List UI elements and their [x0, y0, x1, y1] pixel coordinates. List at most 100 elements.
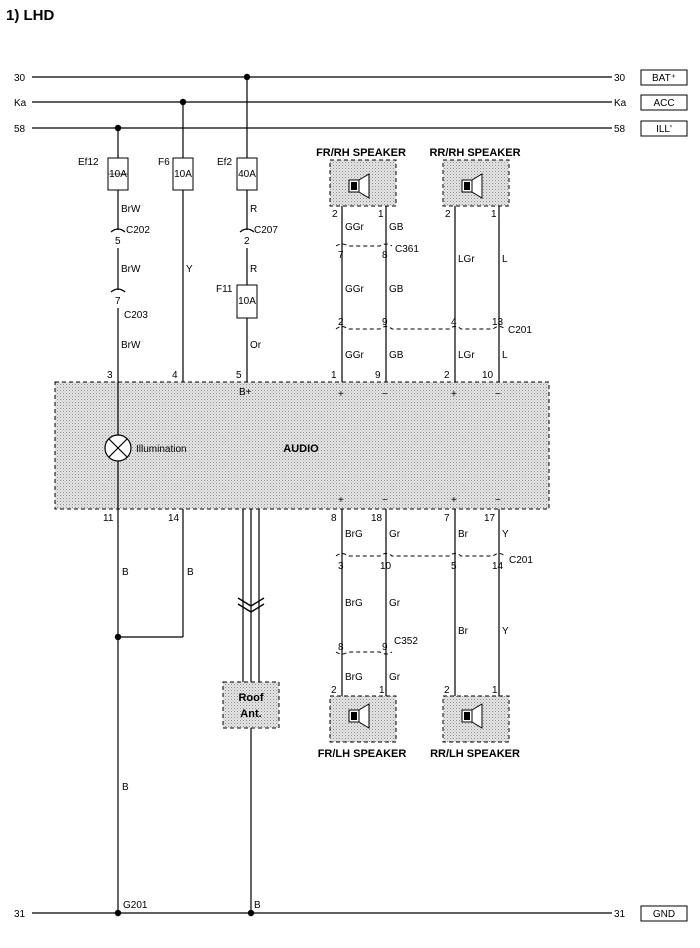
wire-color: Br	[458, 529, 469, 540]
speaker-icon	[461, 173, 483, 199]
pin: 1	[492, 685, 498, 696]
rr-lh-speaker-group: 7 17 Br Y 5 14 Br Y 2 1 RR/LH SPEAKER	[430, 509, 520, 760]
fuse-ef2-label: Ef2	[217, 157, 232, 168]
g201-label: G201	[123, 900, 148, 911]
wire-color: LGr	[458, 350, 475, 361]
wire-color: B	[254, 900, 261, 911]
rail-ka-label-right: Ka	[614, 98, 627, 109]
wire-color: B	[122, 567, 129, 578]
fr-lh-speaker-group: 8 18 BrG Gr 3 10 BrG Gr 8 9 C352 BrG Gr …	[318, 509, 418, 760]
rr-rh-speaker-group: RR/RH SPEAKER 2 1 LGr L 4 13 LGr L 2 10	[429, 147, 521, 382]
wire-color: Gr	[389, 598, 401, 609]
audio-pin: 8	[331, 513, 337, 524]
fuse-f11-rating: 10A	[238, 296, 256, 307]
pin: 14	[492, 561, 504, 572]
fuse-f11-label: F11	[216, 284, 233, 295]
pin: 2	[444, 685, 450, 696]
wire-color: Gr	[389, 529, 401, 540]
wire-color: GB	[389, 350, 404, 361]
c203-pin: 7	[115, 296, 121, 307]
pin: 7	[338, 250, 344, 261]
fuse-ef12-label: Ef12	[78, 157, 99, 168]
pin: 10	[380, 561, 392, 572]
wire-color: GGr	[345, 350, 365, 361]
wire-color: BrG	[345, 598, 363, 609]
wire-color: L	[502, 254, 508, 265]
speaker-icon	[348, 703, 370, 729]
pin: 9	[382, 642, 388, 653]
c352-label: C352	[394, 636, 418, 647]
c202-pin: 5	[115, 236, 121, 247]
rail-58-label-right: 58	[614, 124, 626, 135]
pin: 4	[451, 317, 457, 328]
c201-upper-connector: C201	[335, 325, 532, 336]
wire-color: B	[187, 567, 194, 578]
audio-pin: 11	[103, 513, 114, 524]
pin: 2	[331, 685, 337, 696]
c207-pin: 2	[244, 236, 250, 247]
wire-color: Y	[502, 626, 509, 637]
junction-dot	[243, 73, 251, 81]
wire-color: BrG	[345, 672, 363, 683]
audio-unit: AUDIO Illumination B+ + − + − + − + −	[54, 381, 550, 510]
power-rails: 30 Ka 58 31 30 Ka 58 31 BAT⁺ ACC ILL' GN…	[14, 69, 688, 922]
pin: 1	[491, 209, 497, 220]
ground-junction-dot	[114, 909, 122, 917]
inline-connectors-left: 5 C202 7 C203 2 C207 BrW BrW BrW Y R R O…	[107, 204, 278, 381]
c201-label: C201	[509, 555, 533, 566]
pin: 1	[378, 209, 384, 220]
junction-dot	[179, 98, 187, 106]
wire-color: GB	[389, 222, 404, 233]
fr-rh-speaker-group: FR/RH SPEAKER 2 1 GGr GB 7 8 C361 GGr GB…	[316, 147, 419, 382]
audio-pin: 2	[444, 370, 450, 381]
c203-label: C203	[124, 310, 148, 321]
c361-label: C361	[395, 244, 419, 255]
junction-dot	[114, 124, 122, 132]
pin: 3	[338, 561, 344, 572]
ill-terminal-label: ILL'	[656, 124, 672, 135]
wire-color: GGr	[345, 284, 365, 295]
wire-color: R	[250, 264, 257, 275]
wire-color: Or	[250, 340, 262, 351]
polarity: +	[338, 389, 344, 400]
c201-label: C201	[508, 325, 532, 336]
pin: 2	[338, 317, 344, 328]
audio-pin: 14	[168, 513, 180, 524]
wire-color: GGr	[345, 222, 365, 233]
wire-color: L	[502, 350, 508, 361]
pin: 2	[332, 209, 338, 220]
acc-terminal-label: ACC	[653, 98, 674, 109]
audio-pin: 4	[172, 370, 178, 381]
wire-color: BrW	[121, 204, 141, 215]
polarity: −	[495, 495, 501, 506]
audio-pin: 5	[236, 370, 242, 381]
ill-terminal-box	[640, 120, 688, 137]
fuse-f11: F11 10A	[216, 284, 258, 319]
audio-pin: 17	[484, 513, 496, 524]
pin: 2	[445, 209, 451, 220]
wire-color: Br	[458, 626, 469, 637]
pin: 8	[382, 250, 388, 261]
wire-color: Y	[186, 264, 193, 275]
rail-ka-label-left: Ka	[14, 98, 27, 109]
wire-color: BrW	[121, 340, 141, 351]
rail-30-label-right: 30	[614, 73, 626, 84]
speaker-icon	[461, 703, 483, 729]
polarity: +	[451, 389, 457, 400]
bat-terminal-box	[640, 69, 688, 86]
fuse-f6-label: F6	[158, 157, 170, 168]
fuse-ef12: Ef12 10A	[78, 157, 129, 191]
lower-wires: 11 14 B B B Roof Ant. G201 B	[103, 509, 280, 917]
rail-30-label-left: 30	[14, 73, 26, 84]
audio-pin: 7	[444, 513, 450, 524]
polarity: +	[338, 495, 344, 506]
fuse-f6: F6 10A	[158, 157, 194, 191]
bplus-label: B+	[239, 387, 252, 398]
rr-rh-speaker-label: RR/RH SPEAKER	[429, 147, 520, 159]
audio-pin: 1	[331, 370, 337, 381]
rr-lh-speaker-label: RR/LH SPEAKER	[430, 748, 520, 760]
roof-antenna-label: Roof	[238, 692, 263, 704]
fuse-f6-rating: 10A	[174, 169, 192, 180]
c202-label: C202	[126, 225, 150, 236]
